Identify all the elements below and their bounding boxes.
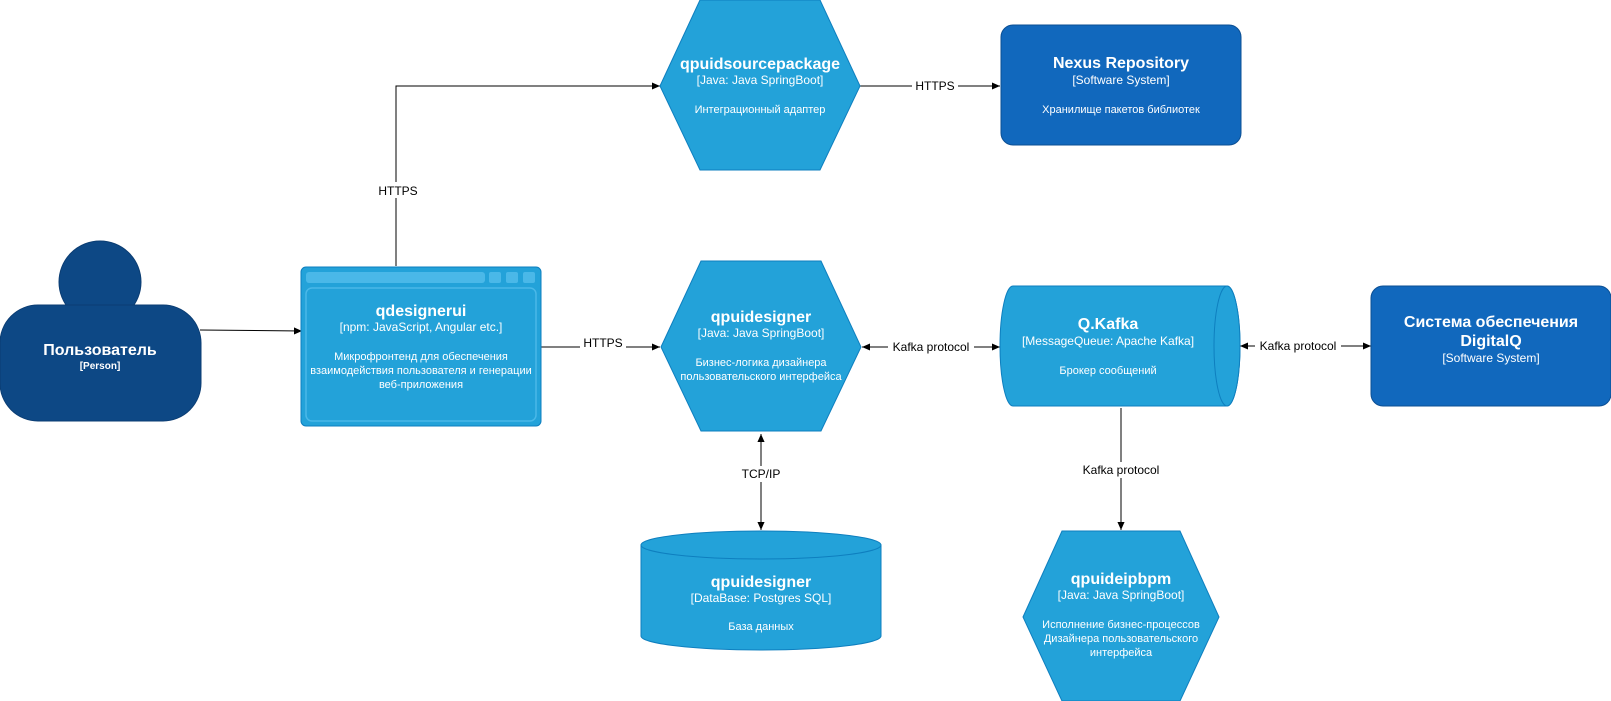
qpuideipbpm-title: qpuideipbpm xyxy=(1071,571,1171,588)
webapp-content xyxy=(305,287,537,422)
webapp-window-button-2 xyxy=(506,272,518,283)
qdesignerui-title: qdesignerui xyxy=(376,303,467,320)
qpuidesigner-tech: [Java: Java SpringBoot] xyxy=(698,326,825,340)
qpuideipbpm-hexagon xyxy=(1022,530,1220,701)
qpuidesigner-desc-2: пользовательского интерфейса xyxy=(680,371,842,383)
node-person[interactable]: Пользователь [Person] xyxy=(0,240,202,422)
qdesignerui-desc-2: взаимодействия пользователя и генерации xyxy=(310,365,532,377)
qpuideipbpm-desc-3: интерфейса xyxy=(1090,647,1153,659)
edges: HTTPS HTTPS HTTPS Kafka protocol Kafka p… xyxy=(199,78,1371,530)
digitalq-title-1: Система обеспечения xyxy=(1404,314,1578,331)
db-title: qpuidesigner xyxy=(711,574,811,591)
node-q-kafka[interactable]: Q.Kafka [MessageQueue: Apache Kafka] Бро… xyxy=(999,285,1241,407)
digitalq-title-2: DigitalQ xyxy=(1460,333,1521,350)
qdesignerui-tech: [npm: JavaScript, Angular etc.] xyxy=(340,320,503,334)
kafka-desc-1: Брокер сообщений xyxy=(1059,365,1156,377)
qpuidesigner-desc-1: Бизнес-логика дизайнера xyxy=(695,357,827,369)
kafka-tech: [MessageQueue: Apache Kafka] xyxy=(1022,334,1194,348)
digitalq-tech: [Software System] xyxy=(1442,351,1539,365)
qpuidsourcepackage-tech: [Java: Java SpringBoot] xyxy=(697,73,824,87)
qpuidsourcepackage-hexagon xyxy=(659,0,861,171)
edge-label-designer-kafka: Kafka protocol xyxy=(893,340,970,354)
edge-label-ui-source: HTTPS xyxy=(378,184,417,198)
edge-person-to-ui xyxy=(199,327,303,335)
edge-label-source-nexus: HTTPS xyxy=(915,79,954,93)
qpuidesigner-title: qpuidesigner xyxy=(711,309,811,326)
digitalq-box xyxy=(1370,285,1611,407)
db-tech: [DataBase: Postgres SQL] xyxy=(691,591,832,605)
db-cylinder-body xyxy=(640,544,882,651)
qdesignerui-desc-1: Микрофронтенд для обеспечения xyxy=(334,351,508,363)
nexus-desc-1: Хранилище пакетов библиотек xyxy=(1042,104,1200,116)
db-desc-1: База данных xyxy=(728,621,794,633)
qpuideipbpm-desc-1: Исполнение бизнес-процессов xyxy=(1042,619,1200,631)
qpuidsourcepackage-title: qpuidsourcepackage xyxy=(680,56,840,73)
person-title: Пользователь xyxy=(43,342,157,359)
qpuideipbpm-desc-2: Дизайнера пользовательского xyxy=(1044,633,1198,645)
node-qpuidesigner[interactable]: qpuidesigner [Java: Java SpringBoot] Биз… xyxy=(660,260,862,432)
webapp-window-button-3 xyxy=(523,272,535,283)
person-tech: [Person] xyxy=(80,361,121,372)
nexus-tech: [Software System] xyxy=(1072,73,1169,87)
edge-label-kafka-bpm: Kafka protocol xyxy=(1083,463,1160,477)
db-cylinder-top xyxy=(640,530,882,560)
webapp-window-button-1 xyxy=(489,272,501,283)
qpuidesigner-hexagon xyxy=(660,260,862,432)
node-qdesignerui[interactable]: qdesignerui [npm: JavaScript, Angular et… xyxy=(300,266,542,427)
node-digitalq-system[interactable]: Система обеспечения DigitalQ [Software S… xyxy=(1370,285,1611,407)
edge-label-kafka-digitalq: Kafka protocol xyxy=(1260,339,1337,353)
kafka-cylinder-end xyxy=(1213,285,1241,407)
nexus-box xyxy=(1000,24,1242,146)
edge-label-ui-designer: HTTPS xyxy=(583,336,622,350)
kafka-title: Q.Kafka xyxy=(1078,316,1139,333)
edge-label-designer-db: TCP/IP xyxy=(742,467,781,481)
node-qpuideipbpm[interactable]: qpuideipbpm [Java: Java SpringBoot] Испо… xyxy=(1022,530,1220,701)
edge-ui-to-source xyxy=(395,82,660,266)
person-body xyxy=(0,304,202,422)
node-database[interactable]: qpuidesigner [DataBase: Postgres SQL] Ба… xyxy=(640,530,882,651)
qpuidsourcepackage-desc-1: Интеграционный адаптер xyxy=(695,104,826,116)
node-qpuidsourcepackage[interactable]: qpuidsourcepackage [Java: Java SpringBoo… xyxy=(659,0,861,171)
webapp-address-bar xyxy=(306,272,485,283)
qdesignerui-desc-3: веб-приложения xyxy=(379,379,463,391)
qpuideipbpm-tech: [Java: Java SpringBoot] xyxy=(1058,588,1185,602)
nexus-title: Nexus Repository xyxy=(1053,55,1189,72)
node-nexus-repository[interactable]: Nexus Repository [Software System] Храни… xyxy=(1000,24,1242,146)
